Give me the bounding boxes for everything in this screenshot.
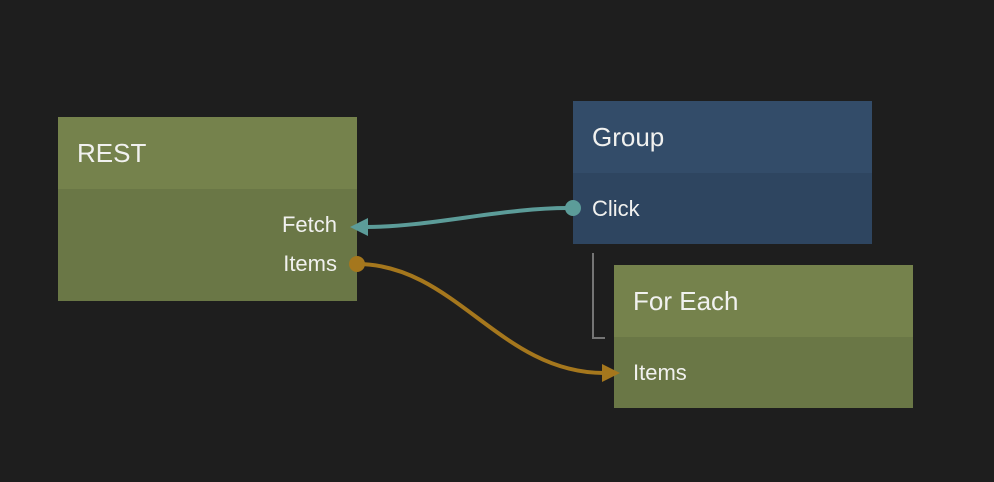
node-group-header[interactable]: Group [573,101,872,173]
node-rest[interactable]: REST Fetch Items [58,117,357,301]
node-group-body: Click [573,173,872,244]
port-foreach-items[interactable]: Items [633,360,687,385]
node-foreach-body: Items [614,337,913,408]
edge-items-to-items[interactable] [355,262,606,375]
node-foreach-title: For Each [633,285,739,316]
node-group-title: Group [592,121,665,152]
port-rest-items[interactable]: Items [283,251,337,276]
port-rest-fetch[interactable]: Fetch [281,212,337,237]
port-group-click[interactable]: Click [592,196,640,221]
hierarchy-link-line [592,253,605,339]
node-rest-header[interactable]: REST [58,117,357,189]
node-foreach-header[interactable]: For Each [614,265,913,337]
node-foreach[interactable]: For Each Items [614,265,913,408]
node-group[interactable]: Group Click [573,101,872,244]
node-rest-title: REST [77,137,147,168]
edge-click-to-fetch[interactable] [364,205,575,229]
node-rest-body: Fetch Items [58,189,357,301]
